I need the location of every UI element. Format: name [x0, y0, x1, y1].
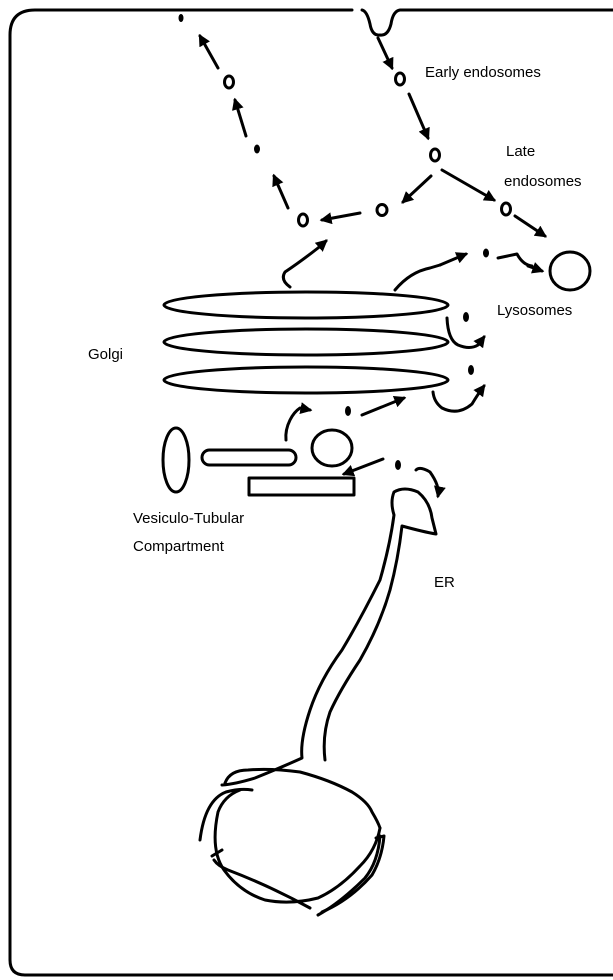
lysosome	[550, 252, 590, 290]
label-early-endosomes: Early endosomes	[425, 64, 541, 81]
label-late-endosomes-line2: endosomes	[504, 173, 582, 190]
labels: Early endosomes Late endosomes Lysosomes…	[88, 64, 582, 591]
label-lysosomes: Lysosomes	[497, 302, 572, 319]
label-vtc-line1: Vesiculo-Tubular	[133, 510, 244, 527]
label-late-endosomes-line1: Late	[506, 143, 535, 160]
vtc-oval	[163, 428, 189, 492]
early-endosome-vesicle	[396, 73, 405, 85]
late-endosome-vesicle-top	[431, 149, 440, 161]
late-endosome-vesicle-right	[502, 203, 511, 215]
transport-vesicle-dot-top	[179, 14, 184, 22]
recycling-vesicle	[377, 205, 387, 216]
golgi-cisterna-2	[164, 329, 448, 355]
label-vtc-line2: Compartment	[133, 538, 225, 555]
vtc-region	[163, 428, 354, 495]
vtc-rectangle	[249, 478, 354, 495]
vtc-tubule	[202, 450, 296, 465]
golgi-cisterna-1	[164, 292, 448, 318]
label-er: ER	[434, 574, 455, 591]
label-golgi: Golgi	[88, 346, 123, 363]
golgi-cisterna-3	[164, 367, 448, 393]
endocytic-pathway	[179, 14, 546, 236]
endoplasmic-reticulum	[222, 489, 436, 828]
golgi-apparatus	[164, 292, 448, 393]
recycling-vesicle-left	[299, 214, 308, 226]
vtc-vesicle	[312, 430, 352, 466]
recycling-vesicle-upper	[225, 76, 234, 88]
transport-vesicle-dot	[254, 145, 260, 154]
